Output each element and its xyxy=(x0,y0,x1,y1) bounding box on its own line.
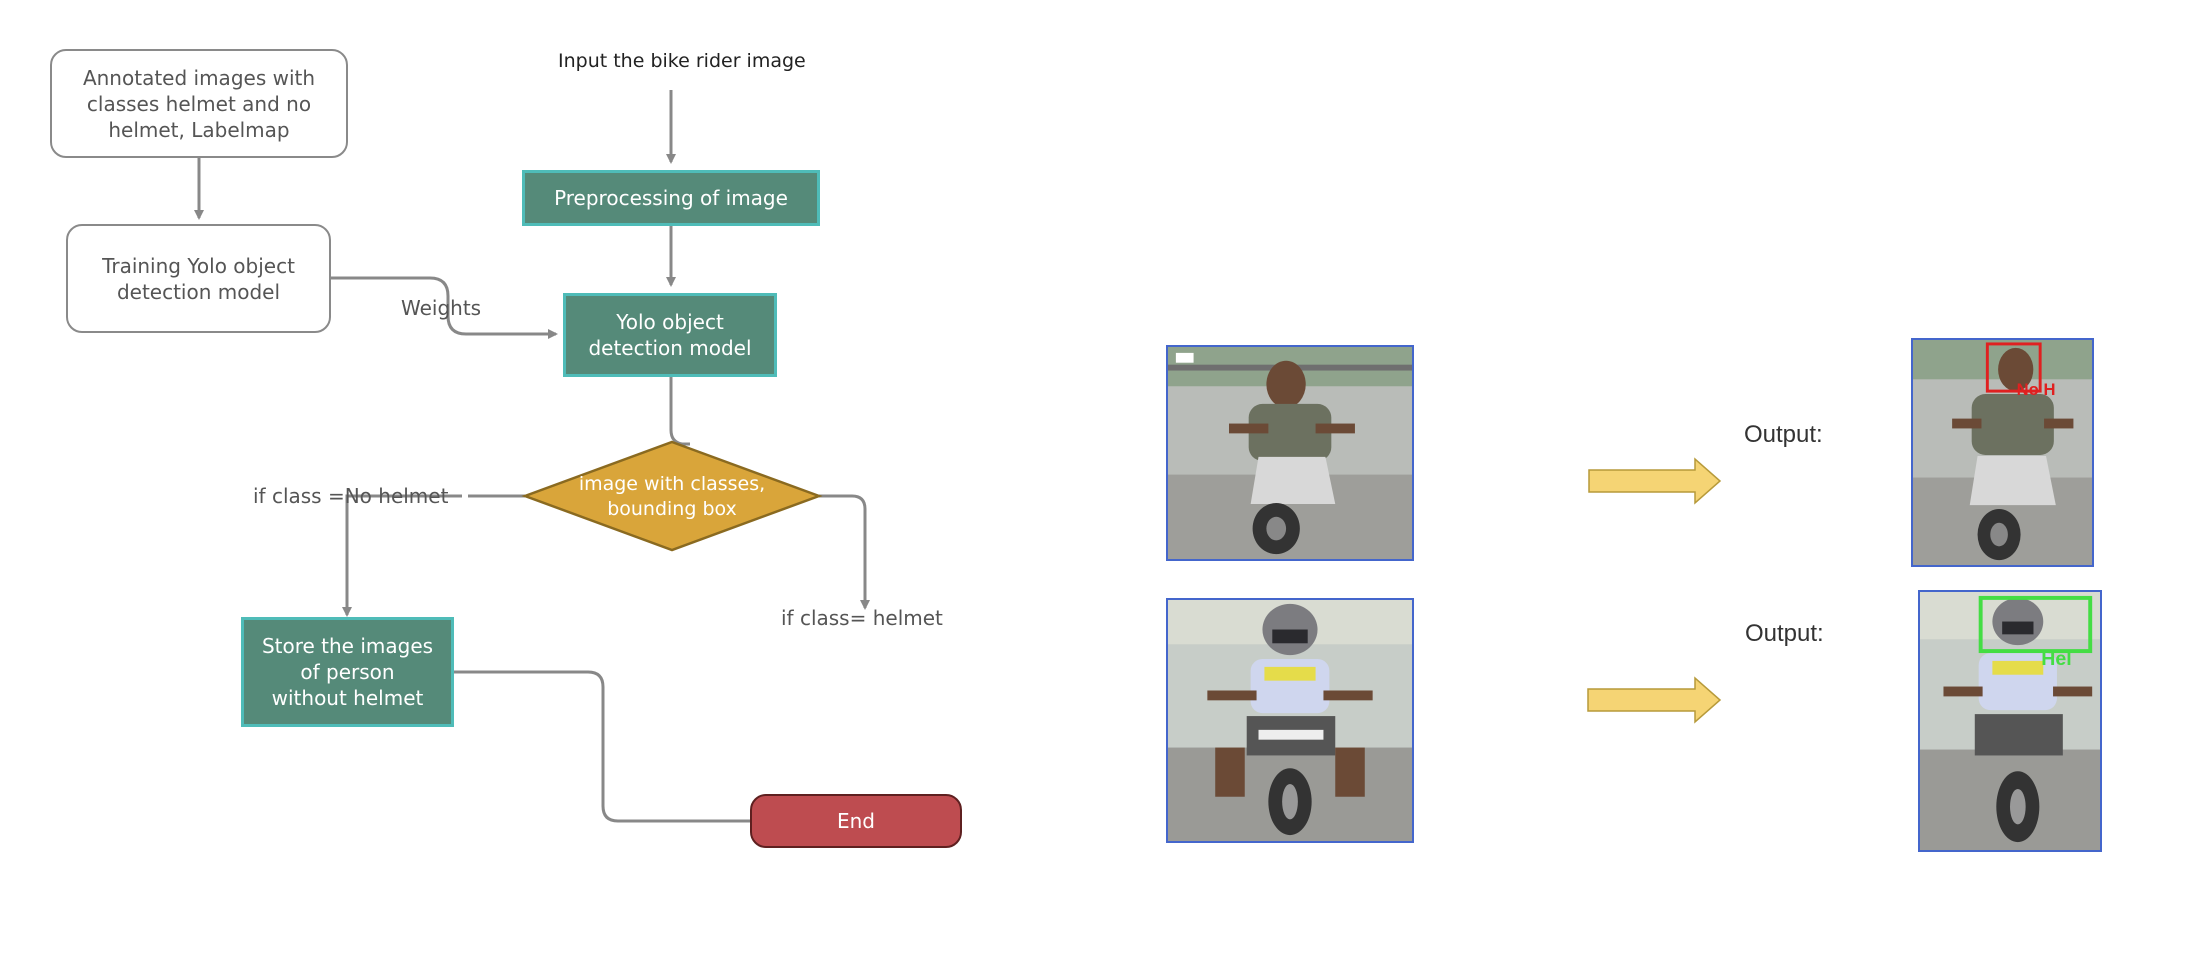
decision-label: image with classes, bounding box xyxy=(578,473,766,520)
store-images-box: Store the images of person without helme… xyxy=(241,617,454,727)
arrow-training-to-yolo xyxy=(331,276,558,339)
arrow-yolo-to-decision xyxy=(669,377,690,446)
rider-with-helmet-photo xyxy=(1166,598,1414,843)
rider-without-helmet-photo xyxy=(1166,345,1414,561)
output-label-2: Output: xyxy=(1745,620,1824,647)
training-model-box: Training Yolo object detection model xyxy=(66,224,331,333)
input-image-label: Input the bike rider image xyxy=(558,50,806,72)
no-helmet-condition-label: if class =No helmet xyxy=(253,484,449,508)
arrow-store-to-end xyxy=(454,670,750,823)
detection-output-no-helmet-photo: No H xyxy=(1911,338,2094,567)
decision-diamond xyxy=(521,440,823,552)
right-arrow-icon xyxy=(1588,457,1722,505)
preprocessing-box: Preprocessing of image xyxy=(522,170,820,226)
arrow-decision-to-end xyxy=(819,494,870,610)
weights-label: Weights xyxy=(401,296,482,320)
no-helmet-detection-label: No H xyxy=(2017,380,2056,399)
arrow-decision-to-store xyxy=(347,494,525,615)
end-box: End xyxy=(750,794,962,848)
helmet-condition-label: if class= helmet xyxy=(781,606,943,630)
helmet-detection-label: Hel xyxy=(2041,648,2071,670)
detection-output-helmet-photo: Hel xyxy=(1918,590,2102,852)
yolo-model-box: Yolo object detection model xyxy=(563,293,777,377)
right-arrow-icon xyxy=(1587,676,1722,724)
annotated-images-box: Annotated images with classes helmet and… xyxy=(50,49,348,158)
output-label-1: Output: xyxy=(1744,421,1823,448)
